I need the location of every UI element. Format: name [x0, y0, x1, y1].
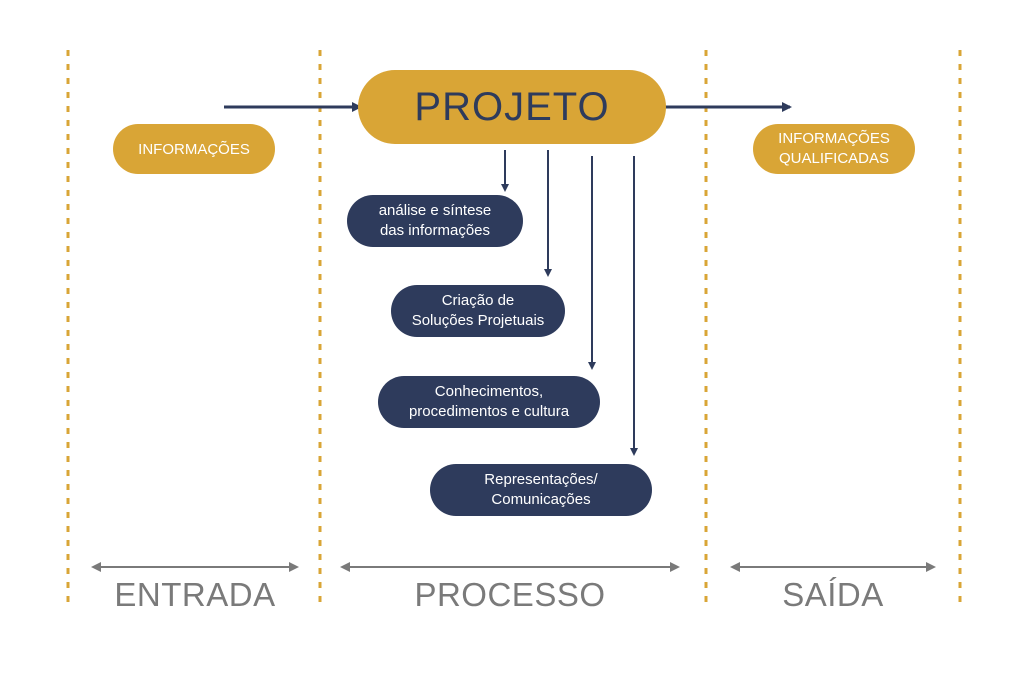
process-step-3-label: Conhecimentos, procedimentos e cultura	[408, 383, 570, 420]
input-label: INFORMAÇÕES	[138, 140, 250, 158]
phase-label-processo: PROCESSO	[414, 576, 606, 613]
projeto-node: PROJETO	[358, 70, 666, 144]
process-step-4-label: Representações/ Comunicações	[484, 471, 598, 508]
process-step-2: Criação de Soluções Projetuais	[391, 285, 565, 337]
process-step-3: Conhecimentos, procedimentos e cultura	[378, 376, 600, 428]
output-label: INFORMAÇÕES QUALIFICADAS	[778, 130, 890, 167]
process-step-1: análise e síntese das informações	[347, 195, 523, 247]
output-node: INFORMAÇÕES QUALIFICADAS	[753, 124, 915, 174]
input-node: INFORMAÇÕES	[113, 124, 275, 174]
projeto-title: PROJETO	[414, 84, 610, 129]
process-step-4: Representações/ Comunicações	[430, 464, 652, 516]
phase-label-saida: SAÍDA	[782, 576, 884, 613]
phase-label-entrada: ENTRADA	[114, 576, 276, 613]
process-step-1-label: análise e síntese das informações	[378, 202, 492, 239]
process-step-2-label: Criação de Soluções Projetuais	[411, 292, 545, 329]
